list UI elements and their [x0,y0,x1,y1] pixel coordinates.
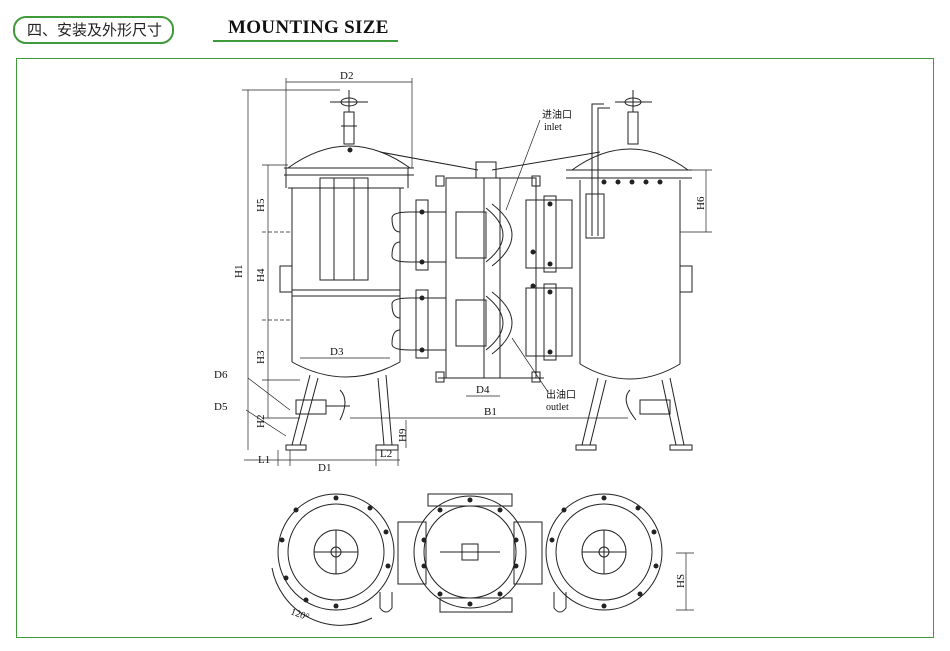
label-d3: D3 [330,346,344,358]
label-outlet-cn: 出油口 [546,388,576,401]
label-inlet-cn: 进油口 [542,108,572,121]
label-h5: H5 [255,198,267,212]
label-l2: L2 [380,448,392,460]
label-h6: H6 [695,196,707,210]
label-d6: D6 [214,369,228,381]
page-header: 四、安装及外形尺寸 MOUNTING SIZE [0,0,950,50]
drawing-frame [16,58,934,638]
label-h1: H1 [233,265,245,278]
label-d5: D5 [214,401,228,413]
section-title-en: MOUNTING SIZE [228,17,389,38]
label-inlet-en: inlet [544,122,562,133]
label-b1: B1 [484,406,497,418]
label-h3: H3 [255,350,267,364]
label-l1: L1 [258,454,270,466]
label-d1: D1 [318,462,331,474]
section-title-cn: 四、安装及外形尺寸 [13,16,175,44]
label-outlet-en: outlet [546,402,569,413]
header-underline [213,40,398,42]
label-hs: HS [675,574,687,588]
label-angle: 120° [289,606,311,623]
label-d4: D4 [476,384,490,396]
label-h9: H9 [397,428,409,442]
label-h2: H2 [255,415,267,428]
label-d2: D2 [340,70,353,82]
label-h4: H4 [255,268,267,282]
